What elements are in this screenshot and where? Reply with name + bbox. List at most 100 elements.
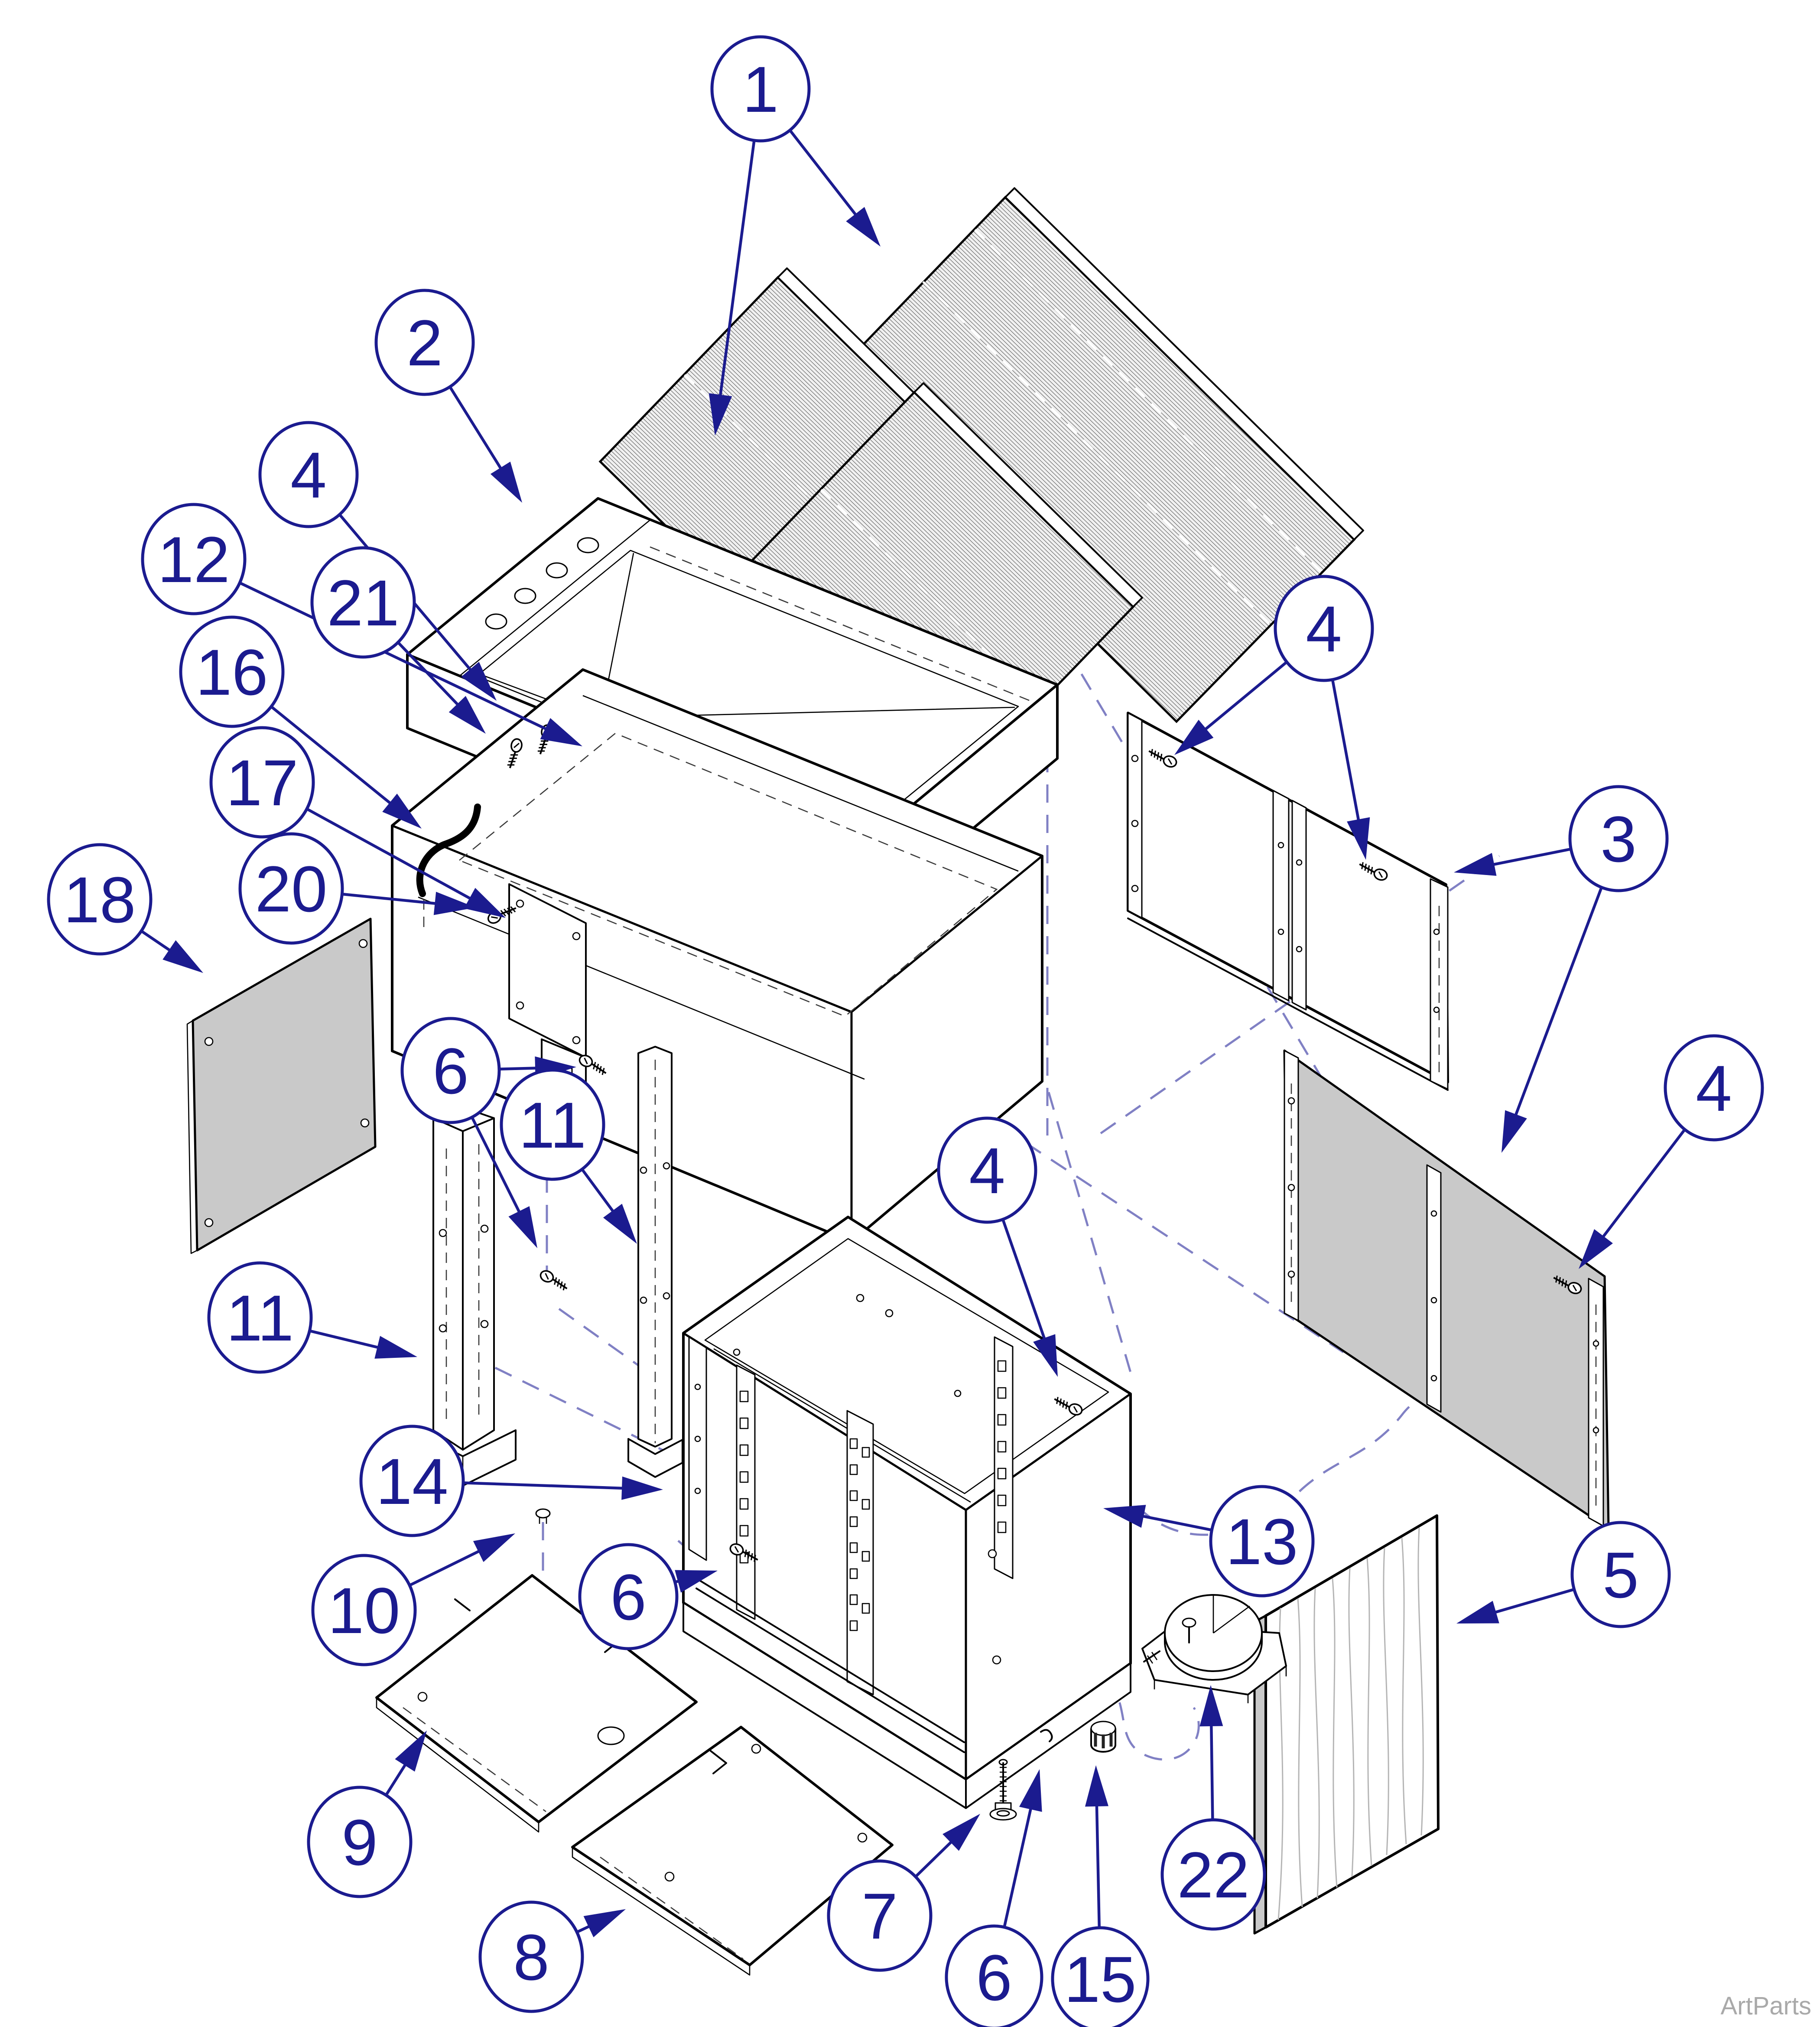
leader-arrowhead-icon [942,1814,980,1851]
balloon-circle [937,1116,1037,1224]
leader-arrowhead-icon [464,888,506,918]
leader-line [1203,660,1288,732]
balloon-number: 4 [290,439,326,511]
balloon-circle [1051,1926,1150,2027]
vacuum-pump [1141,1594,1287,1703]
leader-arrowhead-icon [1454,852,1497,876]
leader-arrowhead-icon [621,1476,663,1500]
callout-6-bottom: 6 [945,1769,1043,2027]
balloon-number: 8 [513,1921,549,1994]
balloon-number: 1 [742,53,778,126]
callout-3: 3 [1454,785,1669,1153]
callout-1: 1 [708,35,881,436]
cap-plug-10 [535,1508,551,1524]
balloon-number: 16 [196,636,268,709]
leader-line [140,930,172,953]
callout-2: 2 [374,289,522,503]
leader-line [397,641,460,707]
balloon-circle [827,1859,933,1972]
balloon-number: 9 [341,1806,377,1879]
callout-21: 21 [310,546,486,734]
leader-line [1493,1588,1575,1614]
balloon-circle [1664,1034,1764,1142]
balloon-circle [258,421,359,528]
balloon-circle [307,1786,413,1898]
balloon-number: 3 [1600,803,1636,875]
leader-line [409,1549,481,1587]
balloon-circle [207,1261,313,1374]
balloon-number: 6 [432,1035,468,1107]
cabinet-frame [682,1216,1132,1809]
leader-arrowhead-icon [448,696,486,734]
drain-hook [416,804,481,932]
balloon-number: 20 [255,852,328,925]
balloon-number: 14 [376,1445,448,1518]
leader-line [309,1329,380,1350]
leader-arrowhead-icon [846,207,881,247]
callout-16: 16 [179,615,422,829]
watermark: ArtParts [1721,1992,1812,2020]
leader-arrowhead-icon [675,1570,718,1593]
balloon-circle [1209,1485,1315,1598]
leader-arrowhead-icon [603,1204,637,1244]
balloon-circle [1160,1818,1266,1931]
callout-8: 8 [478,1900,626,2013]
leader-arrowhead-icon [1456,1601,1499,1624]
balloon-number: 13 [1226,1505,1298,1578]
leader-arrowhead-icon [490,462,522,503]
leader-line [789,129,858,217]
balloon-circle [141,503,247,615]
balloon-number: 11 [519,1089,586,1162]
leader-arrowhead-icon [1579,1229,1613,1269]
balloon-number: 5 [1602,1539,1638,1611]
balloon-number: 7 [861,1880,897,1952]
balloon-circle [310,546,416,659]
balloon-circle [945,1924,1043,2027]
callout-17: 17 [209,726,506,918]
leader-line [499,1067,538,1070]
wood-door-panel [1253,1514,1440,1935]
balloon-circle [179,615,285,728]
back-panel-lower [1283,1049,1610,1530]
callout-14: 14 [359,1425,663,1537]
leader-arrowhead-icon [708,393,732,436]
leader-line [1141,1514,1212,1532]
leader-arrowhead-icon [395,1731,427,1772]
leader-arrowhead-icon [433,891,476,915]
balloon-circle [500,1068,605,1181]
callout-18: 18 [47,843,203,973]
leader-line [463,1481,625,1490]
balloon-circle [359,1425,465,1537]
leveling-bolt-7 [989,1759,1017,1821]
leader-arrowhead-icon [1502,1110,1527,1153]
balloon-number: 11 [226,1282,294,1354]
leader-line [1001,1219,1046,1341]
leader-line [385,1762,408,1796]
callout-4-right-top: 4 [1174,575,1374,860]
balloon-number: 21 [327,566,400,639]
callout-6-mid: 6 [400,1017,576,1248]
leader-arrowhead-icon [540,718,582,746]
callout-4-right: 4 [1579,1034,1764,1269]
callout-20: 20 [238,832,476,945]
balloon-number: 6 [610,1561,646,1633]
leader-arrowhead-icon [461,661,497,701]
callout-12: 12 [141,503,582,746]
callout-5: 5 [1456,1521,1671,1628]
balloon-circle [1568,785,1669,892]
leader-arrowhead-icon [162,940,203,973]
leader-arrowhead-icon [1199,1685,1223,1727]
callout-9: 9 [307,1731,427,1898]
leader-line [448,386,503,471]
leader-line [471,1116,522,1214]
leader-line [914,1839,954,1878]
balloon-circle [478,1900,584,2013]
leader-line [718,140,756,398]
screw-6-lower [537,1268,572,1292]
leader-line [1601,1129,1686,1240]
balloon-number: 4 [1696,1052,1732,1125]
leader-line [239,581,549,731]
balloon-number: 18 [64,863,136,936]
